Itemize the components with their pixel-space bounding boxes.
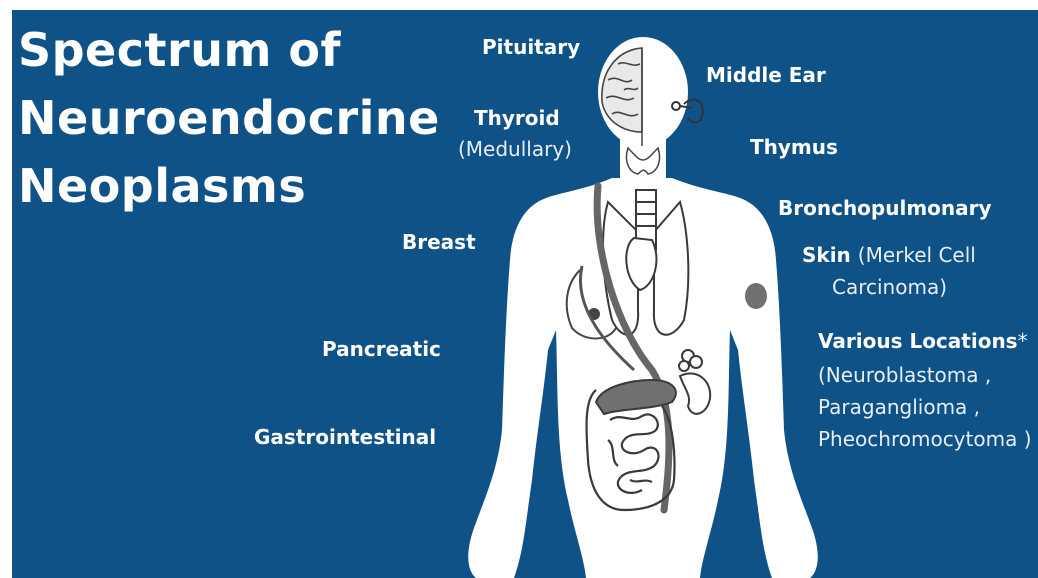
label-various-sub2: Paraganglioma , (818, 394, 980, 420)
label-bronchopulmonary: Bronchopulmonary (778, 195, 992, 221)
label-various-name: Various Locations (818, 329, 1018, 353)
label-pancreatic: Pancreatic (322, 336, 441, 362)
label-skin-sub2: Carcinoma) (832, 274, 947, 300)
label-various-sub1: (Neuroblastoma , (818, 362, 991, 388)
label-various-sub3: Pheochromocytoma ) (818, 426, 1032, 452)
diagram-canvas: Spectrum of Neuroendocrine Neoplasms (12, 10, 1038, 578)
label-skin-name: Skin (802, 243, 851, 267)
label-breast: Breast (402, 229, 476, 255)
label-skin-sub1: (Merkel Cell (858, 243, 976, 267)
label-various-asterisk: * (1018, 329, 1028, 353)
label-thyroid: Thyroid (474, 105, 560, 131)
skin-lesion-spot (745, 283, 767, 309)
label-various-locations: Various Locations* (818, 328, 1028, 354)
label-thymus: Thymus (750, 134, 838, 160)
label-middle-ear: Middle Ear (706, 62, 826, 88)
label-gastrointestinal: Gastrointestinal (254, 424, 436, 450)
label-thyroid-sub: (Medullary) (458, 136, 572, 162)
label-skin: Skin (Merkel Cell (802, 242, 976, 268)
label-pituitary: Pituitary (482, 34, 580, 60)
